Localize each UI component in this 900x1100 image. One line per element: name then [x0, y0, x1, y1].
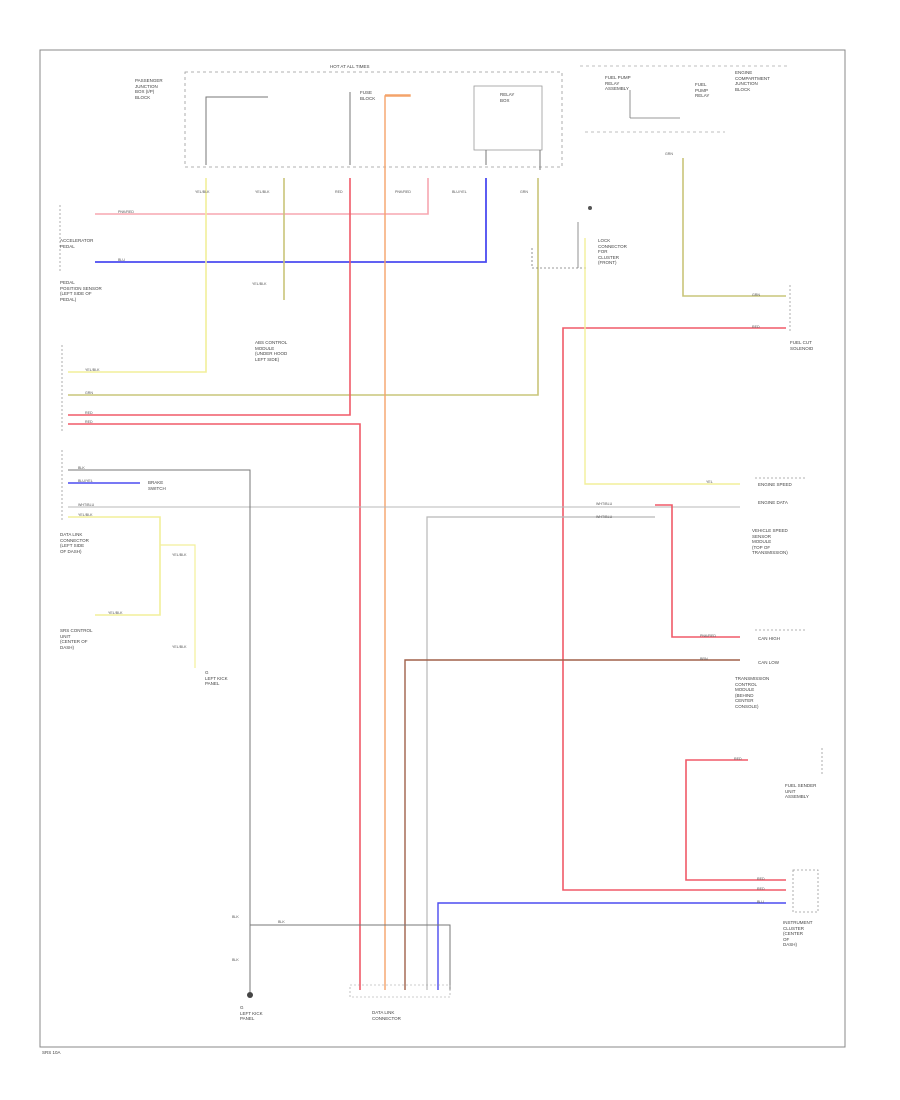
wire-olive-fuelcut: [682, 158, 786, 297]
wire-red-fuel-sender: [685, 759, 786, 881]
wire-blu-cluster: [437, 902, 786, 990]
ground-symbol: [247, 992, 253, 998]
wire-label-blu-pedal: BLU: [118, 258, 125, 262]
wire-label-blk-ground-2: BLK: [232, 958, 239, 962]
wire-yel-dlc-left: [160, 544, 196, 668]
fuel-sender-label: FUEL SENDER UNIT ASSEMBLY: [785, 783, 817, 799]
cluster-connector: [792, 869, 819, 913]
wire-label-red-fuelcut: RED: [752, 325, 760, 329]
relay-label: RELAY BOX: [500, 92, 515, 103]
wire-brown-trans: [404, 659, 740, 990]
pcm-low-label: CAN LOW: [758, 660, 780, 665]
wire-orange-dlc: [384, 94, 411, 990]
relay-box-label: LOCK CONNECTOR FOR CLUSTER (FRONT): [598, 238, 627, 265]
data-connector-left-label: DATA LINK CONNECTOR (LEFT SIDE OF DASH): [60, 532, 89, 554]
wire-pnk-red-pedal: [95, 178, 429, 215]
fuse-block-label: FUSE BLOCK: [360, 90, 376, 101]
wire-label-yel-speed: YEL: [706, 480, 713, 484]
wire-label-red-ecm-2: RED: [85, 420, 93, 424]
wire-label-yel-abs: YEL/BLK: [252, 282, 267, 286]
relay-box-terminal: [588, 206, 592, 210]
relay-outline: [473, 85, 543, 151]
wire-label-blk-cluster: BLK: [78, 466, 85, 470]
wire-label-grn-ecm: GRN: [85, 391, 93, 395]
wire-label-blu-yel-cluster: BLU/YEL: [78, 479, 93, 483]
data-link-label: DATA LINK CONNECTOR: [372, 1010, 401, 1021]
wire-label-grn-right: GRN: [665, 152, 673, 156]
relay-box-wire: [531, 248, 588, 269]
accelerator-pedal-label: ACCELERATOR PEDAL: [60, 238, 94, 249]
wire-label-yel-blk-dlc: YEL/BLK: [172, 553, 187, 557]
wire-red-fuelcut: [562, 327, 786, 891]
passenger-junction-label: PASSENGER JUNCTION BOX (I/P) BLOCK: [135, 78, 163, 100]
trans-control-label: TRANSMISSION CONTROL MODULE (BEHIND CENT…: [735, 676, 770, 709]
wire-label-grn-fuelcut: GRN: [752, 293, 760, 297]
wire-label-wht-blu-2: WHT/BLU: [596, 502, 613, 506]
wire-blk-cluster: [68, 469, 451, 990]
abs-control-label: ABS CONTROL MODULE (UNDER HOOD LEFT SIDE…: [255, 340, 288, 362]
engine-speed-label: ENGINE SPEED: [758, 482, 792, 487]
wire-label-pnk-red-trans: PNK/RED: [700, 634, 716, 638]
pedal-sensor-label: PEDAL POSITION SENSOR (LEFT SIDE OF PEDA…: [60, 280, 102, 302]
wire-red-trans: [655, 504, 740, 638]
wire-label-brn-trans: BRN: [700, 657, 708, 661]
ground-left-label: G LEFT KICK PANEL: [205, 670, 228, 686]
wire-label-yel-blk-dlc-2: YEL/BLK: [172, 645, 187, 649]
wire-label-yel-blk-2: YEL/BLK: [255, 190, 270, 194]
instrument-cluster-label: INSTRUMENT CLUSTER (CENTER OF DASH): [783, 920, 813, 947]
wire-yel-engine-speed: [584, 238, 740, 485]
engine-data-label: ENGINE DATA: [758, 500, 788, 505]
wire-label-yel-blk-cluster: YEL/BLK: [78, 513, 93, 517]
wire-blu-pedal: [95, 178, 487, 263]
pcm-signal-label: CAN HIGH: [758, 636, 781, 641]
brake-switch-label: BRAKE SWITCH: [148, 480, 166, 491]
wire-label-red-ecm-1: RED: [85, 411, 93, 415]
wire-label-pnk-red-pedal: PNK/RED: [118, 210, 134, 214]
wire-label-blu-cluster: BLU: [757, 900, 764, 904]
fuel-pump-relay-b: FUEL PUMP RELAY: [695, 82, 710, 98]
engine-comp-box-label: ENGINE COMPARTMENT JUNCTION BLOCK: [735, 70, 770, 92]
wire-label-pnk-red-top: PNK/RED: [395, 190, 411, 194]
footer-code: SRS 10A: [42, 1050, 61, 1055]
wire-label-wht-blu-1: WHT/BLU: [78, 503, 95, 507]
wire-red-ecm-2: [68, 423, 361, 990]
wire-label-red-cluster-1: RED: [757, 877, 765, 881]
fuel-pump-relay-a: FUEL PUMP RELAY ASSEMBLY: [605, 75, 631, 91]
wire-yel-srs: [68, 516, 161, 616]
srs-unit-label: SRS CONTROL UNIT (CENTER OF DASH): [60, 628, 93, 650]
wire-label-wht-blu-3: WHT/BLU: [596, 515, 613, 519]
wire-label-blk-ground-1: BLK: [232, 915, 239, 919]
wire-label-grn-top: GRN: [520, 190, 528, 194]
wire-label-yel-blk-1: YEL/BLK: [195, 190, 210, 194]
wire-label-red-1: RED: [335, 190, 343, 194]
fuse-box-title: HOT AT ALL TIMES: [330, 64, 370, 69]
data-link-connector: [349, 984, 451, 998]
wire-gray-dlc: [426, 516, 655, 990]
wire-label-blk-bus: BLK: [278, 920, 285, 924]
wire-olive-ecm: [68, 178, 539, 396]
junction-box-outline: [184, 71, 563, 168]
wire-label-red-cluster-2: RED: [757, 887, 765, 891]
junction-bus: [205, 96, 268, 165]
speed-sensor-module-label: VEHICLE SPEED SENSOR MODULE (TOP OF TRAN…: [752, 528, 788, 555]
wire-label-yel-blk-srs: YEL/BLK: [108, 611, 123, 615]
wire-red-ecm-1: [68, 178, 351, 416]
wire-yel-ecm: [68, 178, 207, 373]
wire-label-yel-ecm: YEL/BLK: [85, 368, 100, 372]
ground-bottom-label: G LEFT KICK PANEL: [240, 1005, 263, 1021]
fuel-cut-solenoid-label: FUEL CUT SOLENOID: [790, 340, 814, 351]
wire-label-red-sender: RED: [734, 757, 742, 761]
wire-label-blu-yel-top: BLU/YEL: [452, 190, 467, 194]
page-frame: [39, 49, 846, 1048]
